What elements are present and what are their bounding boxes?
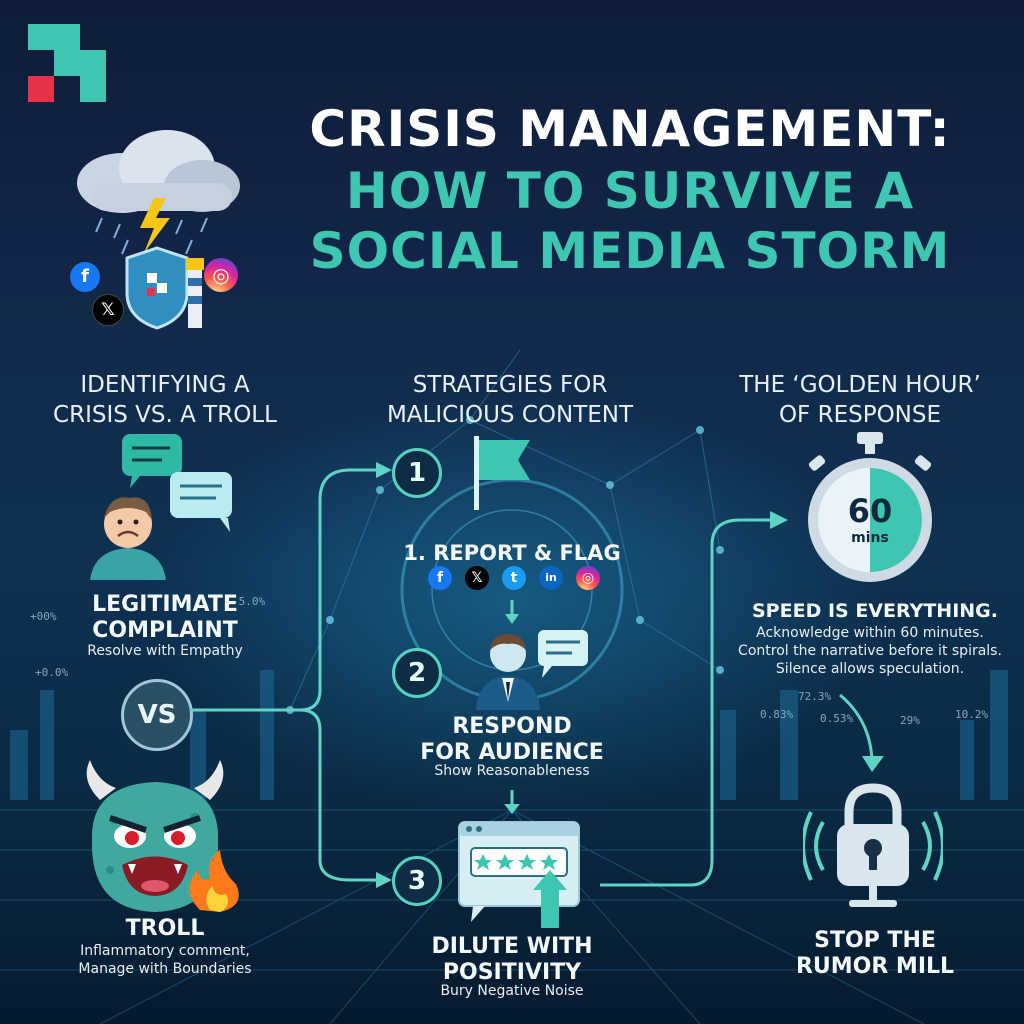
vs-badge: VS bbox=[121, 679, 193, 751]
step-1-title: 1. REPORT & FLAG bbox=[403, 541, 621, 565]
ticker-2: +00% bbox=[30, 610, 57, 623]
step-2-number: 2 bbox=[392, 648, 442, 698]
ticker-3: +0.0% bbox=[35, 666, 69, 679]
linkedin-icon: in bbox=[539, 566, 563, 590]
speed-line-1: Acknowledge within 60 minutes. bbox=[756, 625, 984, 641]
rumor-title-line-2: RUMOR MILL bbox=[795, 954, 955, 979]
instagram-icon: ◎ bbox=[204, 258, 238, 292]
title-line-2: HOW TO SURVIVE A bbox=[345, 162, 915, 220]
left-heading-line-1: IDENTIFYING A bbox=[80, 372, 250, 398]
spokesperson-icon bbox=[476, 630, 588, 710]
complaint-title-line-2: COMPLAINT bbox=[92, 618, 238, 643]
ticker-1: -5.0% bbox=[232, 595, 266, 608]
step-3-title-line-2: POSITIVITY bbox=[442, 960, 582, 985]
rumor-title-line-1: STOP THE bbox=[814, 928, 936, 953]
ticker-7: 29% bbox=[900, 714, 920, 727]
timer-value: 60 bbox=[847, 492, 893, 530]
complaint-subtitle: Resolve with Empathy bbox=[87, 643, 243, 659]
step-2-subtitle: Show Reasonableness bbox=[434, 763, 590, 779]
step-3-subtitle: Bury Negative Noise bbox=[440, 983, 584, 999]
x-icon: 𝕏 bbox=[465, 566, 489, 590]
right-heading-line-1: THE ‘GOLDEN HOUR’ bbox=[739, 372, 981, 398]
troll-subtitle-line-2: Manage with Boundaries bbox=[78, 961, 252, 977]
twitter-icon: t bbox=[502, 566, 526, 590]
stopwatch-icon bbox=[808, 432, 932, 582]
troll-title: TROLL bbox=[125, 916, 205, 941]
facebook-icon: f bbox=[70, 262, 100, 292]
title-line-3: SOCIAL MEDIA STORM bbox=[309, 222, 951, 280]
step-1-number: 1 bbox=[392, 448, 442, 498]
ticker-4: 72.3% bbox=[798, 690, 832, 703]
lock-microphone-icon bbox=[803, 783, 943, 907]
left-heading-line-2: CRISIS VS. A TROLL bbox=[53, 402, 277, 428]
step-2-title-line-2: FOR AUDIENCE bbox=[420, 740, 604, 765]
storm-cloud-icon bbox=[77, 130, 240, 330]
timer-unit: mins bbox=[851, 530, 889, 546]
step-3-title-line-1: DILUTE WITH bbox=[431, 934, 593, 959]
middle-heading-line-1: STRATEGIES FOR bbox=[412, 372, 608, 398]
step-3-number: 3 bbox=[392, 856, 442, 906]
speed-title: SPEED IS EVERYTHING. bbox=[752, 600, 998, 622]
speed-line-3: Silence allows speculation. bbox=[775, 661, 965, 677]
ticker-8: 10.2% bbox=[955, 708, 989, 721]
complaint-title-line-1: LEGITIMATE bbox=[92, 592, 238, 617]
complaint-person-icon bbox=[90, 434, 232, 580]
speed-line-2: Control the narrative before it spirals. bbox=[738, 643, 1002, 659]
x-icon: 𝕏 bbox=[92, 294, 124, 326]
title-line-1: CRISIS MANAGEMENT: bbox=[309, 100, 951, 158]
instagram-icon: ◎ bbox=[576, 566, 600, 590]
ticker-6: 0.53% bbox=[820, 712, 854, 725]
right-heading-line-2: OF RESPONSE bbox=[778, 402, 942, 428]
brand-logo bbox=[28, 24, 106, 102]
flag-icon bbox=[474, 436, 530, 510]
ticker-5: 0.83% bbox=[760, 708, 794, 721]
review-window-icon bbox=[458, 821, 580, 928]
troll-monster-icon bbox=[86, 760, 239, 912]
middle-heading-line-2: MALICIOUS CONTENT bbox=[386, 402, 634, 428]
step-2-title-line-1: RESPOND bbox=[452, 714, 572, 739]
troll-subtitle-line-1: Inflammatory comment, bbox=[80, 943, 250, 959]
facebook-icon: f bbox=[428, 566, 452, 590]
